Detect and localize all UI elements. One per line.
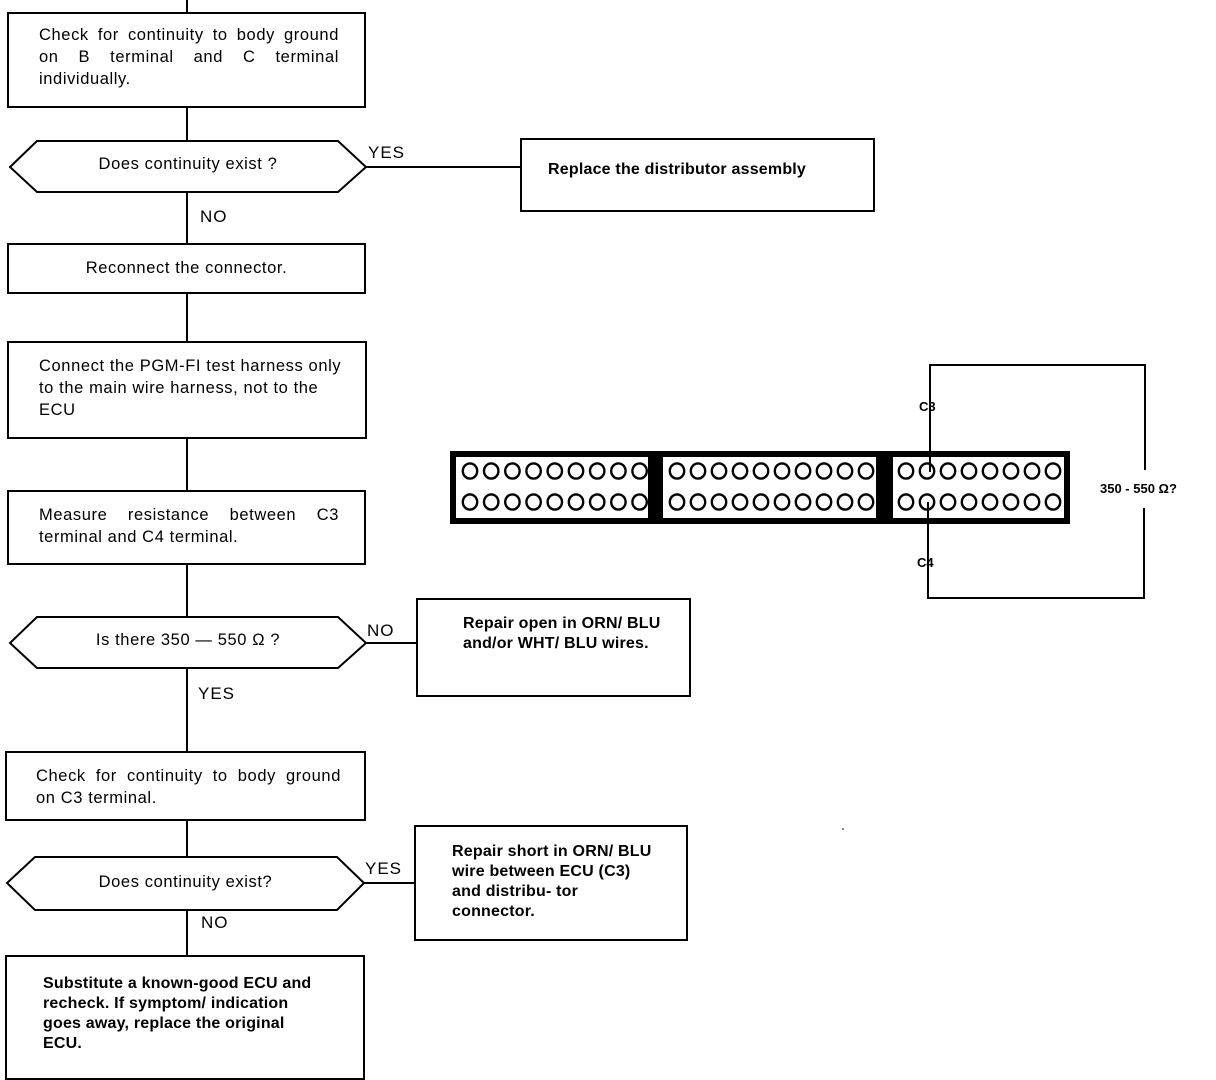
label-no-2: NO [367,621,395,640]
result-repair-open-text: Repair open in ORN/ BLU and/or WHT/ BLU … [463,615,661,652]
connector-pin [482,493,500,511]
step-measure-text: Measure resistance between C3 terminal a… [39,506,339,546]
step-substitute-text: Substitute a known-good ECU and recheck.… [43,975,312,1052]
step-connect-harness-text: Connect the PGM-FI test harness only to … [39,357,342,419]
connector-pin [939,462,957,480]
decision-continuity-2-text: Does continuity exist? [98,873,273,891]
result-replace-distributor-text: Replace the distributor assembly [548,161,807,178]
decision-continuity-1-text: Does continuity exist ? [98,155,278,173]
connector-pin [857,462,875,480]
result-repair-short-text: Repair short in ORN/ BLU wire between EC… [452,843,652,920]
connector-pin [610,493,627,511]
connector-pin [567,462,585,480]
connector-pins [461,462,1062,511]
connector-pin [857,493,875,511]
connector-pin [689,493,707,511]
connector-pin [794,462,812,480]
connector-pin [668,493,686,511]
connector-pin [897,462,915,480]
decision-shapes [5,140,368,911]
connector-pin [794,493,812,511]
ecu-connector-diagram [450,364,1146,599]
connector-pin [567,493,585,511]
connector-pin [897,493,915,511]
connector-pin [546,462,564,480]
decision-shape-2 [8,616,368,669]
lead-c3 [929,364,1146,472]
step-check-b-c-box: Check for continuity to body ground on B… [7,12,366,108]
step-substitute-box: Substitute a known-good ECU and recheck.… [5,955,365,1080]
connector-pin [588,493,606,511]
connector-pin [960,493,978,511]
label-yes-3: YES [365,859,403,878]
step-reconnect-box: Reconnect the connector. [7,243,366,294]
connector-pin [546,493,564,511]
connector-pin [588,462,606,480]
connector-pin [939,493,957,511]
step-reconnect-text: Reconnect the connector. [85,259,288,277]
connector-pin [461,462,479,480]
connector-pin [731,462,749,480]
connector-pin [1044,462,1062,480]
connector-pin [525,462,542,480]
resistance-label: 350 - 550 Ω? [1100,481,1177,496]
connector-pin [815,462,833,480]
connector-pin [836,462,854,480]
terminal-c4-label: C4 [917,555,934,570]
result-replace-distributor-box: Replace the distributor assembly [520,138,875,212]
connector-pin [668,462,686,480]
connector-pin [610,462,627,480]
result-repair-open-box: Repair open in ORN/ BLU and/or WHT/ BLU … [416,598,691,697]
connector-pin [710,493,728,511]
connector-pin [752,493,770,511]
step-check-c3-box: Check for continuity to body ground on C… [5,751,366,821]
connector-pin [1002,493,1020,511]
connector-pin [960,462,978,480]
connector-pin [981,462,999,480]
connector-pin [631,462,648,480]
step-check-b-c-text: Check for continuity to body ground on B… [39,26,339,88]
connector-pin [1023,493,1041,511]
connector-pin [981,493,999,511]
connector-pin [504,462,521,480]
label-no-3: NO [201,913,229,932]
connector-pin [1023,462,1041,480]
connector-pin [1002,462,1020,480]
label-yes-2: YES [198,684,236,703]
result-repair-short-box: Repair short in ORN/ BLU wire between EC… [414,825,688,941]
connector-pin [918,462,936,480]
connector-pin [815,493,833,511]
connector-pin [482,462,500,480]
connector-pin [773,462,791,480]
connector-pin [836,493,854,511]
connector-pin [1044,493,1062,511]
meter-leads [927,364,1146,599]
step-connect-harness-box: Connect the PGM-FI test harness only to … [7,341,367,439]
connector-pin [525,493,542,511]
connector-pin [710,462,728,480]
speck [842,828,844,830]
lead-c4 [927,502,1145,599]
step-measure-box: Measure resistance between C3 terminal a… [7,490,366,565]
connector-pin [461,493,479,511]
connector-pin [504,493,521,511]
connector-pin [731,493,749,511]
decision-shape-1 [8,140,368,193]
terminal-c3-label: C3 [919,399,936,414]
connector-pin [752,462,770,480]
connector-pin [773,493,791,511]
connector-pin [631,493,648,511]
step-check-c3-text: Check for continuity to body ground on C… [36,767,341,807]
connector-lines [186,0,521,955]
decision-resistance-text: Is there 350 — 550 Ω ? [95,631,281,649]
label-yes-1: YES [368,143,406,162]
label-no-1: NO [200,207,228,226]
connector-pin [689,462,707,480]
decision-shape-3 [5,856,366,911]
